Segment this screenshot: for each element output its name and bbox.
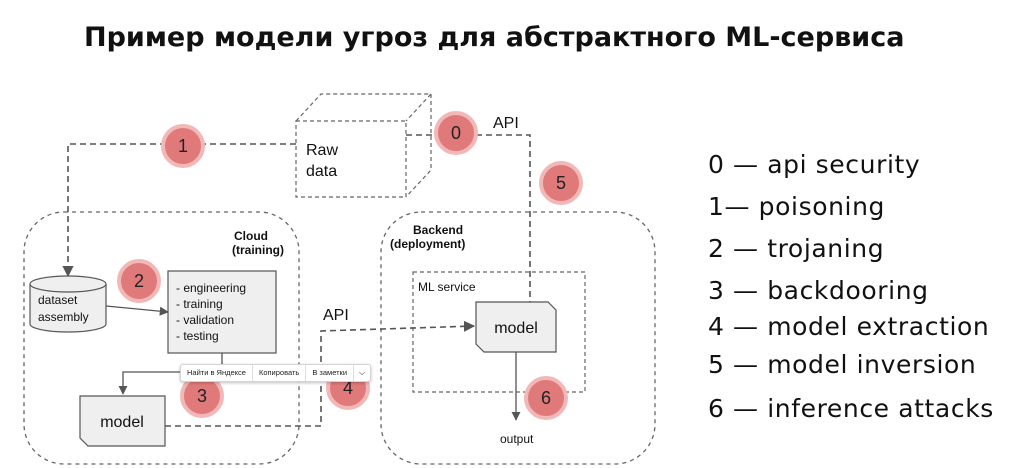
svg-text:5: 5 (556, 173, 566, 193)
svg-text:3: 3 (197, 386, 207, 406)
dataset-cylinder (29, 275, 107, 333)
threat-badge-5: 5 (539, 161, 583, 205)
backend-label-line1: Backend (413, 223, 463, 237)
threat-badge-0: 0 (434, 111, 478, 155)
api-mid-label: API (323, 307, 349, 324)
ml-service-box (412, 271, 586, 393)
legend-item-4: 4 — model extraction (708, 312, 990, 341)
legend-item-3: 3 — backdooring (708, 276, 929, 305)
legend-item-2: 2 — trojaning (708, 234, 885, 263)
threat-badge-2: 2 (117, 259, 161, 303)
legend-item-6: 6 — inference attacks (708, 394, 994, 423)
svg-text:1: 1 (178, 136, 188, 156)
backend-region (380, 211, 656, 465)
svg-text:0: 0 (451, 123, 461, 143)
step-validation: - validation (176, 313, 234, 327)
step-training: - training (176, 297, 223, 311)
raw-data-label-line1: Raw (306, 142, 338, 159)
api-top-label: API (493, 115, 519, 132)
legend-item-1: 1— poisoning (708, 192, 885, 221)
step-engineering: - engineering (176, 281, 246, 295)
legend-item-0: 0 — api security (708, 150, 921, 179)
model-left-shape (79, 395, 166, 447)
model-right-label: model (494, 320, 538, 337)
step-testing: - testing (176, 329, 219, 343)
copy-button[interactable]: Копировать (253, 365, 307, 381)
threat-badge-6: 6 (524, 376, 568, 420)
cloud-label-line1: Cloud (234, 229, 268, 243)
cloud-label-line2: (training) (232, 243, 284, 257)
dataset-to-steps-arrow (105, 305, 169, 316)
raw-to-dataset-arrow (62, 143, 296, 278)
threat-badge-1: 1 (161, 124, 205, 168)
dataset-label-line1: dataset (38, 293, 78, 307)
to-notes-button[interactable]: В заметки (306, 365, 355, 381)
model-left-label: model (100, 414, 144, 431)
page-title: Пример модели угроз для абстрактного ML-… (84, 22, 905, 53)
svg-text:2: 2 (134, 271, 144, 291)
svg-text:4: 4 (343, 378, 353, 398)
find-in-yandex-button[interactable]: Найти в Яндексе (181, 365, 253, 381)
ml-service-label: ML service (418, 280, 476, 294)
legend-item-5: 5 — model inversion (708, 350, 977, 379)
dataset-label-line2: assembly (38, 310, 89, 324)
model-right-shape (475, 301, 557, 353)
raw-data-cube (295, 93, 433, 198)
steps-to-model-arrow (118, 352, 223, 395)
svg-text:6: 6 (541, 388, 551, 408)
threat-badge-3: 3 (180, 374, 224, 418)
cloud-region (23, 211, 300, 465)
backend-label-line2: (deployment) (390, 237, 465, 251)
selection-context-menu: Найти в Яндексе Копировать В заметки ⌵ (180, 364, 372, 382)
pipeline-steps-box (167, 270, 277, 354)
chevron-down-icon[interactable]: ⌵ (359, 368, 366, 377)
raw-data-label-line2: data (306, 163, 337, 180)
output-label: output (500, 432, 534, 446)
